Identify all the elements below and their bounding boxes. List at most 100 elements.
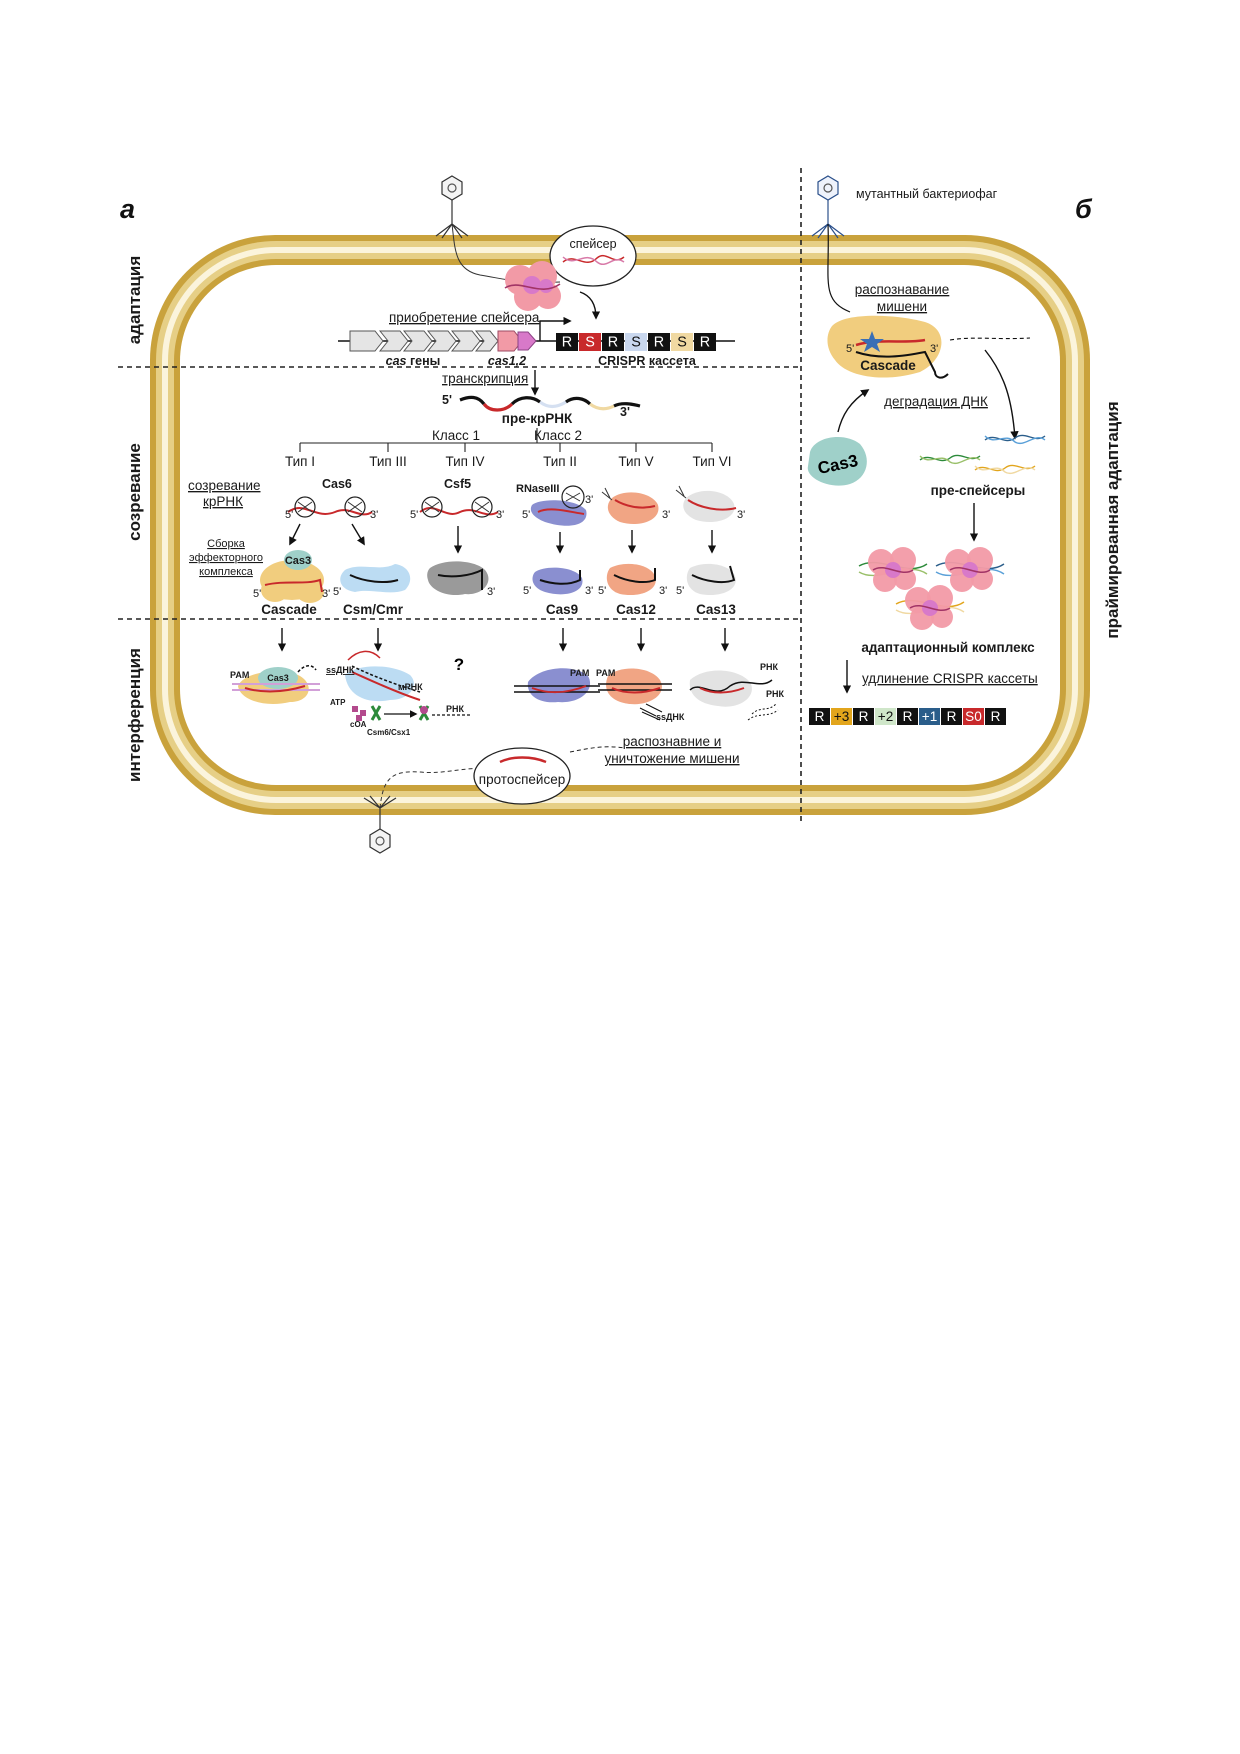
type-iii-csm6: Csm6/Csx1	[367, 728, 411, 737]
svg-text:5': 5'	[333, 586, 341, 598]
cassette-unit-label: R	[859, 709, 869, 724]
type-iii-mrna: мРНК	[398, 682, 423, 692]
cas6-label: Cas6	[322, 477, 352, 491]
type-iv-unknown: ?	[454, 655, 464, 674]
adaptation-complex	[935, 547, 1005, 592]
assembly-label-2: эффекторного	[189, 552, 263, 564]
csm-cmr-complex	[340, 564, 411, 593]
primed-cascade-label: Cascade	[860, 358, 916, 373]
cassette-unit	[648, 333, 670, 351]
adaptation-complexes	[858, 547, 1005, 630]
type-iii-ssdna: ssДНК	[326, 665, 355, 675]
cas3-protein	[807, 437, 867, 486]
type-vi-rna-1: РНК	[760, 662, 779, 672]
type-label: Тип IV	[445, 454, 484, 469]
svg-text:3': 3'	[659, 585, 667, 597]
acquisition-label: приобретение спейсера	[389, 310, 540, 325]
assembly-label: Сборка	[207, 538, 246, 550]
complex-name: Cas9	[546, 602, 578, 617]
dna-degradation-label: деградация ДНК	[884, 394, 988, 409]
complex-end-labels: 5' 3' 5' 3' 5' 3' 5' 3' 5'	[253, 585, 684, 600]
type-iii-rna: РНК	[446, 704, 465, 714]
interference-arrows	[277, 628, 730, 652]
cassette-unit-label: +1	[922, 709, 938, 724]
transcription-label: транскрипция	[442, 371, 528, 386]
pre-crrna-5prime: 5'	[442, 393, 452, 407]
type-i-cas3: Cas3	[267, 673, 289, 683]
cas12-complex	[606, 563, 656, 596]
panel-label-a: а	[120, 194, 135, 224]
cassette-unit	[897, 708, 918, 725]
stage-interference-label: интерференция	[125, 648, 144, 782]
cassette-unit-label: R	[562, 335, 572, 351]
type-i-5prime: 5'	[285, 509, 293, 521]
target-recognition-label: распознавание	[855, 282, 950, 297]
complex-name: Csm/Cmr	[343, 602, 404, 617]
type-v-pam: PAM	[596, 668, 615, 678]
degradation-arrow	[984, 349, 1019, 440]
complex-name: Cas13	[696, 602, 736, 617]
crrna-maturation-label-2: крРНК	[203, 494, 243, 509]
spacer-label: спейсер	[569, 237, 616, 251]
class2-label: Класс 2	[534, 428, 582, 443]
panel-label-b: б	[1075, 194, 1093, 224]
primed-cascade	[827, 315, 1031, 379]
pre-crrna-3prime: 3'	[620, 405, 630, 419]
svg-text:3': 3'	[487, 586, 495, 598]
type-ii-5prime: 5'	[522, 509, 530, 521]
svg-text:3': 3'	[322, 588, 330, 600]
stage-adaptation-label: адаптация	[125, 256, 144, 345]
type-iv-5prime: 5'	[410, 509, 418, 521]
target-destruction-label-2: уничтожение мишени	[604, 751, 739, 766]
cassette-unit	[853, 708, 874, 725]
cassette-unit	[831, 708, 852, 725]
cascade-complex	[260, 550, 324, 603]
svg-text:5': 5'	[598, 585, 606, 597]
cell-envelope	[150, 235, 1090, 815]
pre-crrna-label: пре-крРНК	[502, 411, 573, 426]
complex-name: Cas12	[616, 602, 656, 617]
cassette-unit-label: R	[700, 335, 710, 351]
cassette-unit-label: S	[677, 335, 687, 351]
protospacer-bubble	[473, 746, 626, 805]
type-iv-cleavage	[419, 496, 499, 518]
cas13-complex	[686, 563, 736, 596]
cassette-unit	[579, 333, 601, 351]
primed-cascade-5prime: 5'	[846, 343, 854, 355]
csf5-label: Csf5	[444, 477, 471, 491]
cas12-adaptation-complex	[504, 261, 561, 311]
mutant-phage-tail-dna	[827, 223, 851, 313]
cassette-unit-label: +2	[878, 709, 894, 724]
cas3-recruit-arrow	[837, 389, 870, 433]
type-vi-cleavage	[675, 485, 737, 523]
phage-icon-top	[435, 175, 561, 284]
type-iii-coa: cOA	[350, 720, 367, 729]
type-ii-3prime: 3'	[585, 494, 593, 506]
svg-text:5': 5'	[523, 585, 531, 597]
type-vi-interference	[689, 670, 779, 721]
cascade-cas3-label: Cas3	[285, 555, 311, 567]
type-label: Тип III	[369, 454, 407, 469]
section-dividers	[118, 168, 802, 825]
type-vi-3prime: 3'	[737, 509, 745, 521]
cassette-unit-label: S	[631, 335, 641, 351]
svg-text:3': 3'	[585, 585, 593, 597]
type-vi-rna-2: РНК	[766, 689, 785, 699]
type-label: Тип II	[543, 454, 577, 469]
type-iv-3prime: 3'	[496, 509, 504, 521]
cassette-unit	[985, 708, 1006, 725]
type-label: Тип VI	[692, 454, 731, 469]
spacer-bubble	[549, 225, 637, 287]
prespacers-label: пре-спейсеры	[931, 483, 1026, 498]
cassette-unit-label: S0	[965, 709, 982, 724]
protospacer-label: протоспейсер	[479, 772, 565, 787]
cas12-gene-label: cas1,2	[488, 354, 526, 368]
type-label: Тип I	[285, 454, 315, 469]
cassette-unit	[941, 708, 962, 725]
adaptation-complex	[858, 547, 928, 592]
phage-icon-bottom	[363, 767, 481, 854]
cassette-unit	[963, 708, 984, 725]
prespacer-fragments	[919, 434, 1046, 475]
type-v-3prime: 3'	[662, 509, 670, 521]
